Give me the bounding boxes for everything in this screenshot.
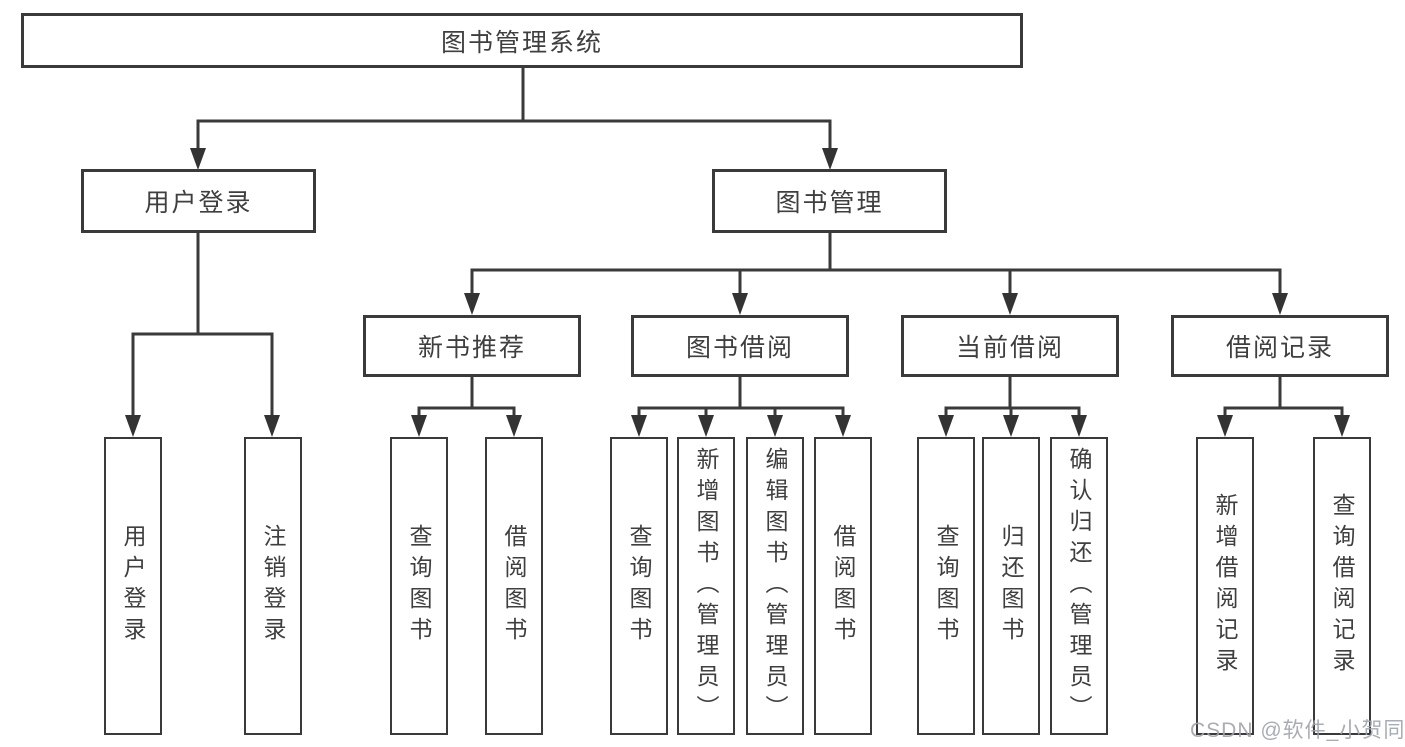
- node-user-login: 用户登录: [81, 169, 316, 233]
- node-current-borrowing: 当前借阅: [901, 315, 1119, 377]
- node-book-management: 图书管理: [712, 169, 947, 233]
- leaf-query-borrow-record: 查询借阅记录: [1313, 437, 1371, 735]
- leaf-logout: 注销登录: [244, 437, 302, 735]
- leaf-edit-book-admin: 编辑图书（管理员）: [746, 437, 804, 735]
- node-new-book-recommend: 新书推荐: [363, 315, 581, 377]
- node-book-borrowing: 图书借阅: [631, 315, 849, 377]
- leaf-add-borrow-record: 新增借阅记录: [1196, 437, 1254, 735]
- leaf-query-books-recommend: 查询图书: [390, 437, 448, 735]
- arrowheads: [125, 148, 1350, 437]
- leaf-user-login: 用户登录: [104, 437, 162, 735]
- leaf-add-book-admin: 新增图书（管理员）: [677, 437, 735, 735]
- leaf-query-books-current: 查询图书: [917, 437, 975, 735]
- node-borrowing-records: 借阅记录: [1171, 315, 1389, 377]
- leaf-confirm-return-admin: 确认归还（管理员）: [1050, 437, 1108, 735]
- leaf-return-books: 归还图书: [982, 437, 1040, 735]
- node-library-management-system: 图书管理系统: [21, 13, 1023, 68]
- watermark: CSDN @软件_小贺同学: [1190, 719, 1405, 742]
- leaf-query-books-borrowing: 查询图书: [610, 437, 668, 735]
- leaf-borrow-books-borrowing: 借阅图书: [814, 437, 872, 735]
- leaf-borrow-books-recommend: 借阅图书: [485, 437, 543, 735]
